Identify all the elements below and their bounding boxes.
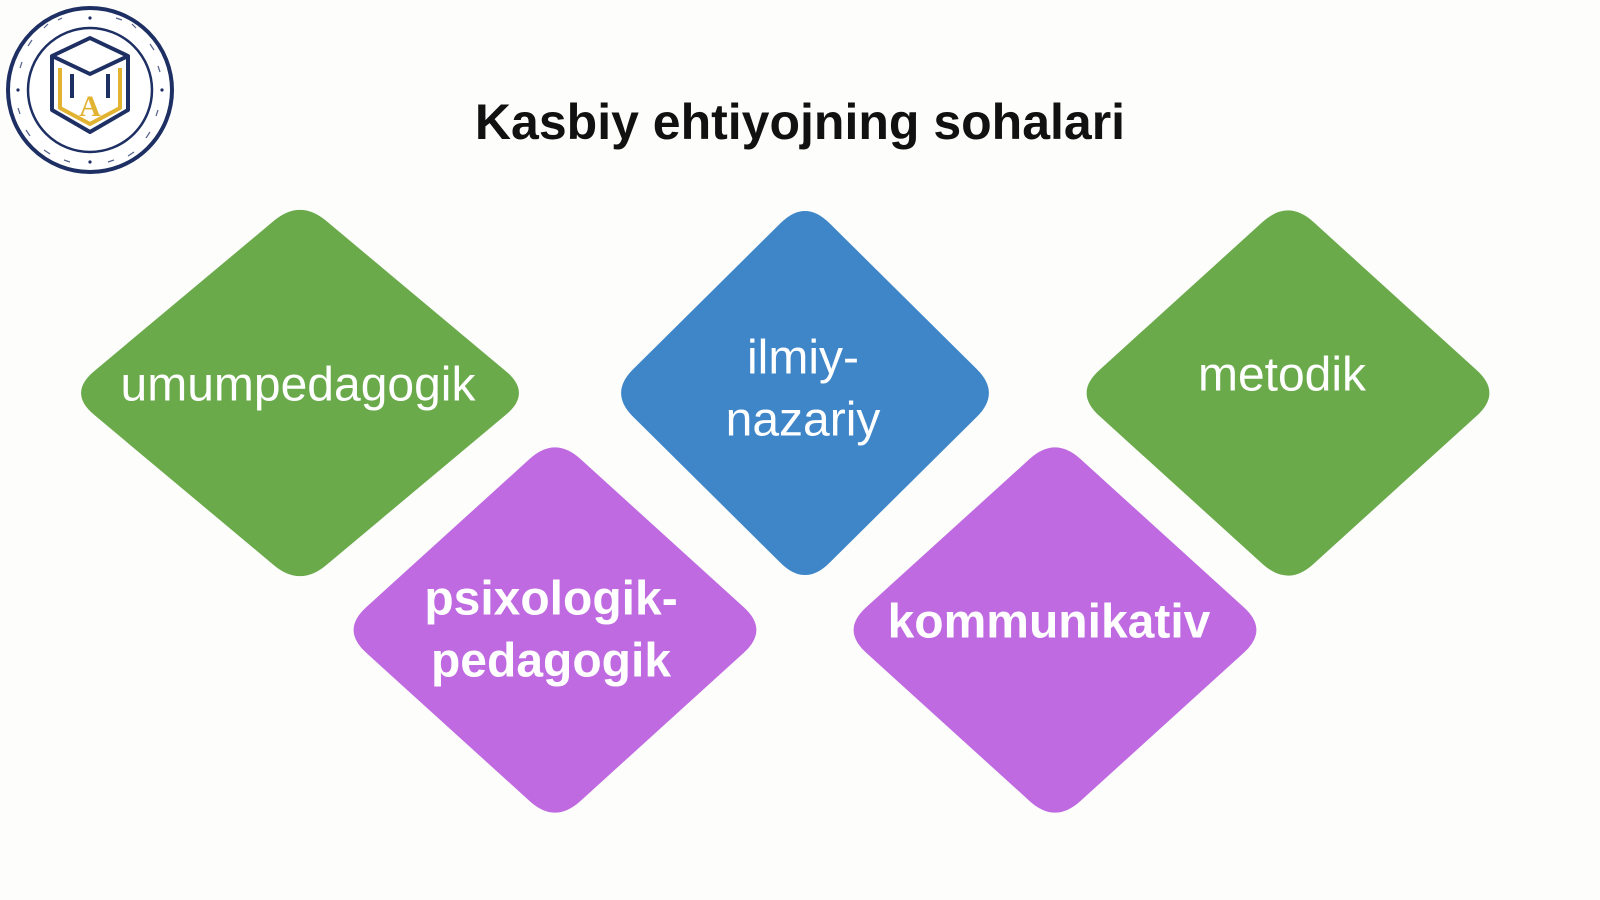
domain-node-kommunikativ: kommunikativ xyxy=(853,447,1257,813)
domain-diamond-psixologik-pedagogik xyxy=(353,447,757,813)
domain-diamond-kommunikativ xyxy=(853,447,1257,813)
domain-diamond-umumpedagogik xyxy=(81,209,519,577)
domain-diamond-metodik xyxy=(1086,210,1490,576)
domain-node-umumpedagogik: umumpedagogik xyxy=(81,209,519,577)
domain-label-psixologik-pedagogik-line-2: pedagogik xyxy=(431,635,671,688)
domain-node-ilmiy-nazariy: ilmiy-nazariy xyxy=(621,210,989,576)
domain-diamond-ilmiy-nazariy xyxy=(621,210,989,576)
logo-letter: A xyxy=(79,90,101,123)
institution-logo-icon: A xyxy=(6,6,174,174)
domain-node-psixologik-pedagogik: psixologik-pedagogik xyxy=(353,447,757,813)
domain-node-metodik: metodik xyxy=(1086,210,1490,576)
domain-label-ilmiy-nazariy-line-2: nazariy xyxy=(726,394,881,447)
page-title: Kasbiy ehtiyojning sohalari xyxy=(474,94,1126,150)
domain-label-ilmiy-nazariy-line-1: ilmiy- xyxy=(747,332,859,385)
domain-label-kommunikativ-line-1: kommunikativ xyxy=(888,596,1211,649)
domain-label-umumpedagogik-line-1: umumpedagogik xyxy=(121,359,477,412)
domain-label-metodik-line-1: metodik xyxy=(1198,349,1367,402)
domain-label-psixologik-pedagogik-line-1: psixologik- xyxy=(424,573,677,626)
